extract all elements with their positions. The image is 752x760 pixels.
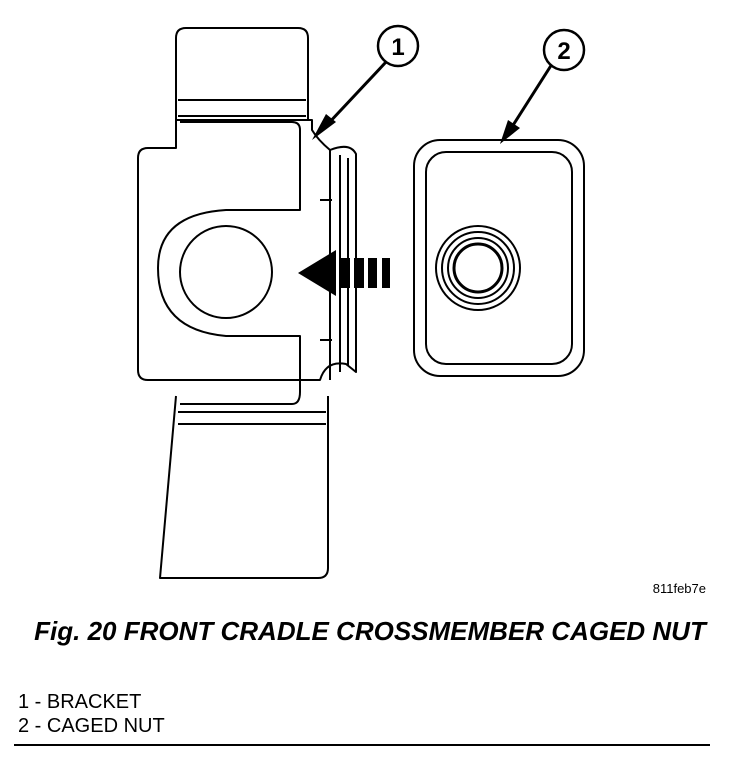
figure-caption: Fig. 20 FRONT CRADLE CROSSMEMBER CAGED N… [34,616,706,646]
bracket-drawing [137,27,357,579]
legend-item-caged-nut: 2 - CAGED NUT [18,715,165,737]
callout-2-number: 2 [557,38,570,65]
legend-item-bracket: 1 - BRACKET [18,691,142,713]
bottom-rule [14,744,710,746]
installation-direction-arrow [298,250,390,296]
callout-2: 2 [500,28,586,144]
crossmember-caged-nut-illustration: 1 2 [137,24,586,579]
drawing-code: 811feb7e [652,581,706,596]
callout-1-number: 1 [391,34,404,61]
legend: 1 - BRACKET 2 - CAGED NUT [18,690,165,738]
caged-nut-drawing [413,139,585,377]
callout-1: 1 [312,24,420,140]
